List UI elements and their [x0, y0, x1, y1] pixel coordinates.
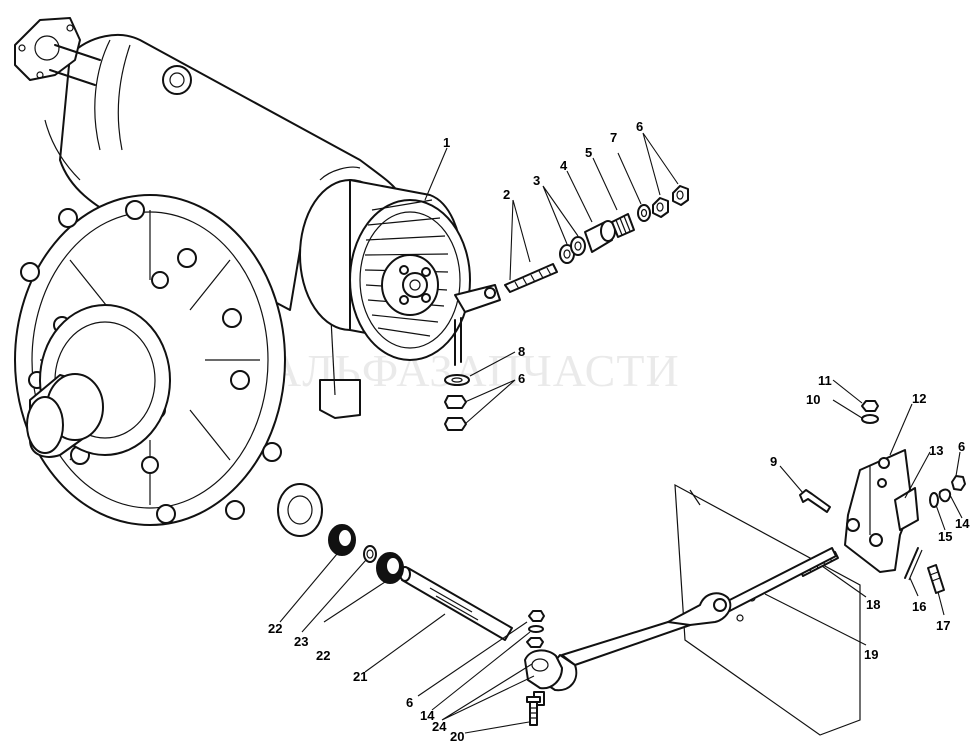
callout-20: 20: [450, 729, 464, 744]
callout-17: 17: [936, 618, 950, 633]
callout-19: 19: [864, 647, 878, 662]
callout-16: 16: [912, 599, 926, 614]
callout-22-left: 22: [268, 621, 282, 636]
bolt-9: [799, 489, 831, 513]
gearbox-housing: [14, 17, 401, 537]
brake-drum: [299, 179, 501, 366]
leader-lines: [279, 132, 963, 734]
callout-4: 4: [560, 158, 568, 173]
callout-21: 21: [353, 669, 367, 684]
callout-2: 2: [503, 187, 510, 202]
callout-6-bracket: 6: [958, 439, 965, 454]
callout-24: 24: [432, 719, 447, 734]
callout-3: 3: [533, 173, 540, 188]
callout-14-bracket: 14: [955, 516, 970, 531]
adjuster-parts: [504, 185, 689, 293]
bolt-20: [526, 696, 541, 726]
callout-5: 5: [585, 145, 592, 160]
callout-8: 8: [518, 344, 525, 359]
callout-9: 9: [770, 454, 777, 469]
callout-18: 18: [866, 597, 880, 612]
drum-fasteners: [444, 374, 470, 431]
callout-labels: 1 2 3 4 5 7 6 8 6 11 10 12 6 13 9 14 15 …: [268, 119, 970, 744]
callout-6-drum: 6: [518, 371, 525, 386]
callout-15: 15: [938, 529, 952, 544]
callout-22-right: 22: [316, 648, 330, 663]
callout-1: 1: [443, 135, 450, 150]
callout-23: 23: [294, 634, 308, 649]
shaft-21: [399, 566, 513, 641]
bracket-12: [844, 449, 919, 573]
callout-10: 10: [806, 392, 820, 407]
bracket-fasteners: [861, 400, 966, 508]
callout-11: 11: [818, 373, 832, 388]
bolt-17: [927, 564, 945, 594]
callout-12: 12: [912, 391, 926, 406]
callout-14-clevis: 14: [420, 708, 435, 723]
callout-6-top: 6: [636, 119, 643, 134]
callout-6-clevis: 6: [406, 695, 413, 710]
clevis-fasteners: [526, 610, 545, 648]
seals-22-23: [328, 524, 404, 584]
lever-19: [539, 547, 837, 692]
callout-13: 13: [929, 443, 943, 458]
callout-7: 7: [610, 130, 617, 145]
pin-16: [904, 547, 923, 581]
